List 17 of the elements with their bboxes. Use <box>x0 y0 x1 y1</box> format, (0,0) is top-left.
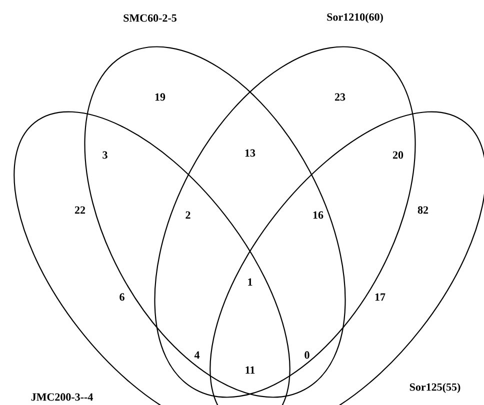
node-label: Sor1210(60) <box>327 13 383 23</box>
count-label: 1 <box>248 278 252 286</box>
count-label: 22 <box>74 206 86 214</box>
count-label: 82 <box>418 206 428 214</box>
count-label: 2 <box>186 211 190 219</box>
count-label: 16 <box>313 211 324 219</box>
node-label: SMC60-2-5 <box>124 14 176 22</box>
count-label: 23 <box>334 93 346 101</box>
count-label: 6 <box>120 293 124 301</box>
count-label: 20 <box>392 151 404 159</box>
count-label: 17 <box>375 293 386 301</box>
count-label: 3 <box>102 151 108 159</box>
count-label: 4 <box>194 351 200 359</box>
count-label: 0 <box>304 351 310 359</box>
count-label: 11 <box>246 366 255 374</box>
count-label: 19 <box>155 93 166 101</box>
count-label: 13 <box>245 149 256 157</box>
